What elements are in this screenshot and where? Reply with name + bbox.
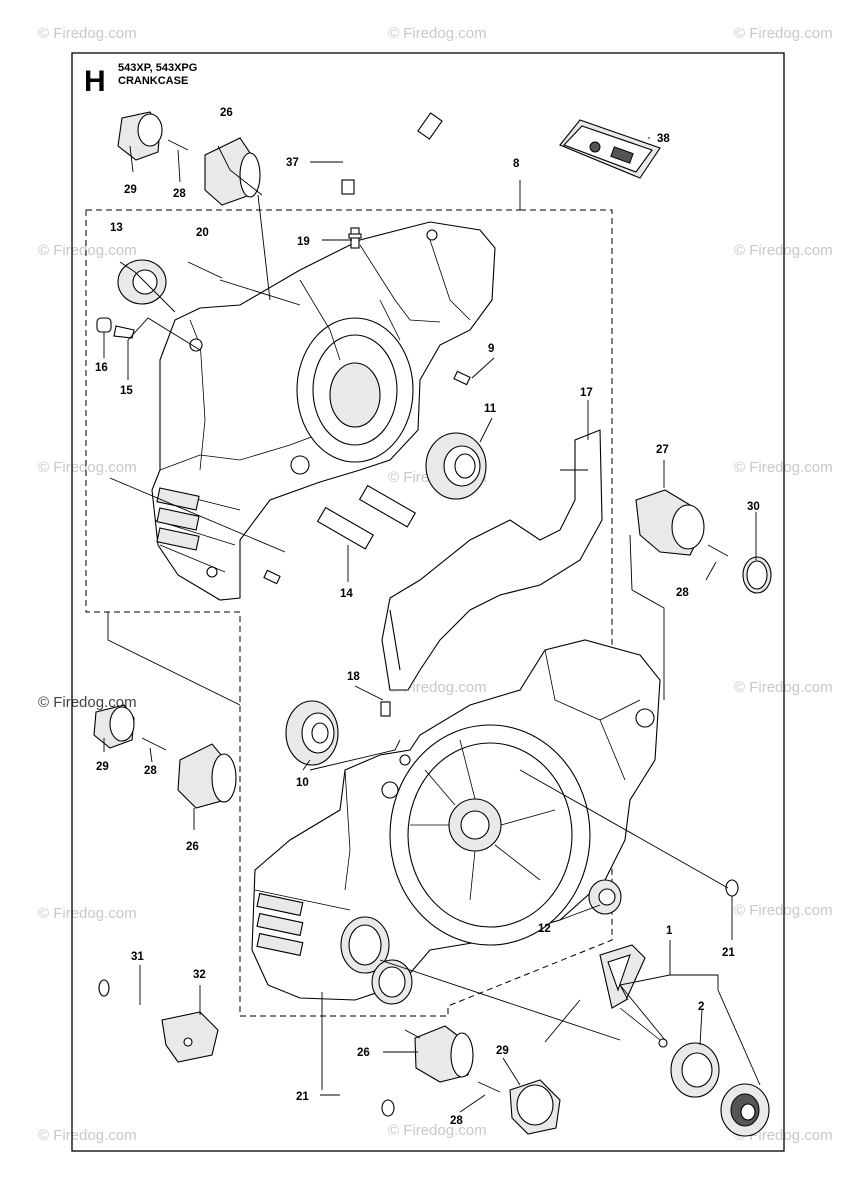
callout-20: 20 [196, 227, 209, 239]
callout-30: 30 [747, 501, 760, 513]
lower-crankcase-half [251, 639, 661, 1005]
callout-28: 28 [676, 587, 689, 599]
callout-38: 38 [657, 133, 670, 145]
callout-28: 28 [144, 765, 157, 777]
callout-26: 26 [220, 107, 233, 119]
callout-9: 9 [488, 343, 494, 355]
watermark: © Firedog.com [38, 694, 137, 711]
callout-8: 8 [513, 158, 520, 170]
callout-11: 11 [484, 403, 497, 415]
callout-31: 31 [131, 951, 144, 963]
watermark: © Firedog.com [38, 905, 137, 922]
anti-vibration-element-right [635, 489, 772, 594]
watermark: © Firedog.com [734, 902, 833, 919]
callout-21: 21 [296, 1091, 309, 1103]
callout-26: 26 [186, 841, 199, 853]
upper-crankcase-half [151, 221, 496, 601]
callout-21: 21 [722, 947, 735, 959]
anti-vibration-element-upper [117, 111, 261, 206]
washer-and-seal [670, 1042, 770, 1137]
anti-vibration-element-bottom [414, 1025, 561, 1135]
gasket [381, 429, 603, 691]
leader-lines [103, 137, 761, 1113]
watermark: © Firedog.com [388, 25, 487, 42]
screw-and-plate [98, 979, 219, 1063]
main-bearing-upper [425, 432, 487, 500]
watermark: © Firedog.com [734, 459, 833, 476]
callout-32: 32 [193, 969, 206, 981]
watermark: © Firedog.com [38, 1127, 137, 1144]
decal-label [559, 119, 661, 179]
callout-18: 18 [347, 671, 360, 683]
callout-labels: 26 29 28 37 8 38 13 20 19 16 15 9 11 17 … [95, 107, 760, 1127]
main-bearing-lower [285, 700, 391, 766]
callout-1: 1 [666, 925, 673, 937]
callout-29: 29 [96, 761, 109, 773]
callout-10: 10 [296, 777, 309, 789]
watermark: © Firedog.com [38, 459, 137, 476]
model-names: 543XP, 543XPG [118, 62, 197, 74]
callout-28: 28 [450, 1115, 463, 1127]
diagram-header: H 543XP, 543XPG CRANKCASE [84, 62, 197, 98]
callout-12: 12 [538, 923, 551, 935]
watermark: © Firedog.com [388, 1122, 487, 1139]
callout-29: 29 [496, 1045, 509, 1057]
section-letter: H [84, 65, 106, 98]
anti-vibration-element-left [93, 704, 237, 809]
fuel-nipple [348, 227, 362, 249]
watermark: © Firedog.com [38, 25, 137, 42]
watermark: © Firedog.com [734, 25, 833, 42]
callout-19: 19 [297, 236, 310, 248]
chain-catcher [599, 944, 668, 1048]
callout-29: 29 [124, 184, 137, 196]
callout-17: 17 [580, 387, 593, 399]
callout-28: 28 [173, 188, 186, 200]
callout-2: 2 [698, 1001, 704, 1013]
callout-26: 26 [357, 1047, 370, 1059]
diagram-title: CRANKCASE [118, 75, 188, 87]
callout-27: 27 [656, 444, 669, 456]
callout-14: 14 [340, 588, 353, 600]
callout-16: 16 [95, 362, 108, 374]
diagram-frame [71, 52, 785, 1152]
watermark: © Firedog.com [38, 242, 137, 259]
fuel-hose [341, 112, 443, 195]
watermark: © Firedog.com [734, 679, 833, 696]
upper-assembly-boundary [85, 209, 613, 1017]
callout-13: 13 [110, 222, 123, 234]
guide-plates [316, 484, 417, 550]
watermark: © Firedog.com [734, 242, 833, 259]
callout-37: 37 [286, 157, 299, 169]
callout-15: 15 [120, 385, 133, 397]
